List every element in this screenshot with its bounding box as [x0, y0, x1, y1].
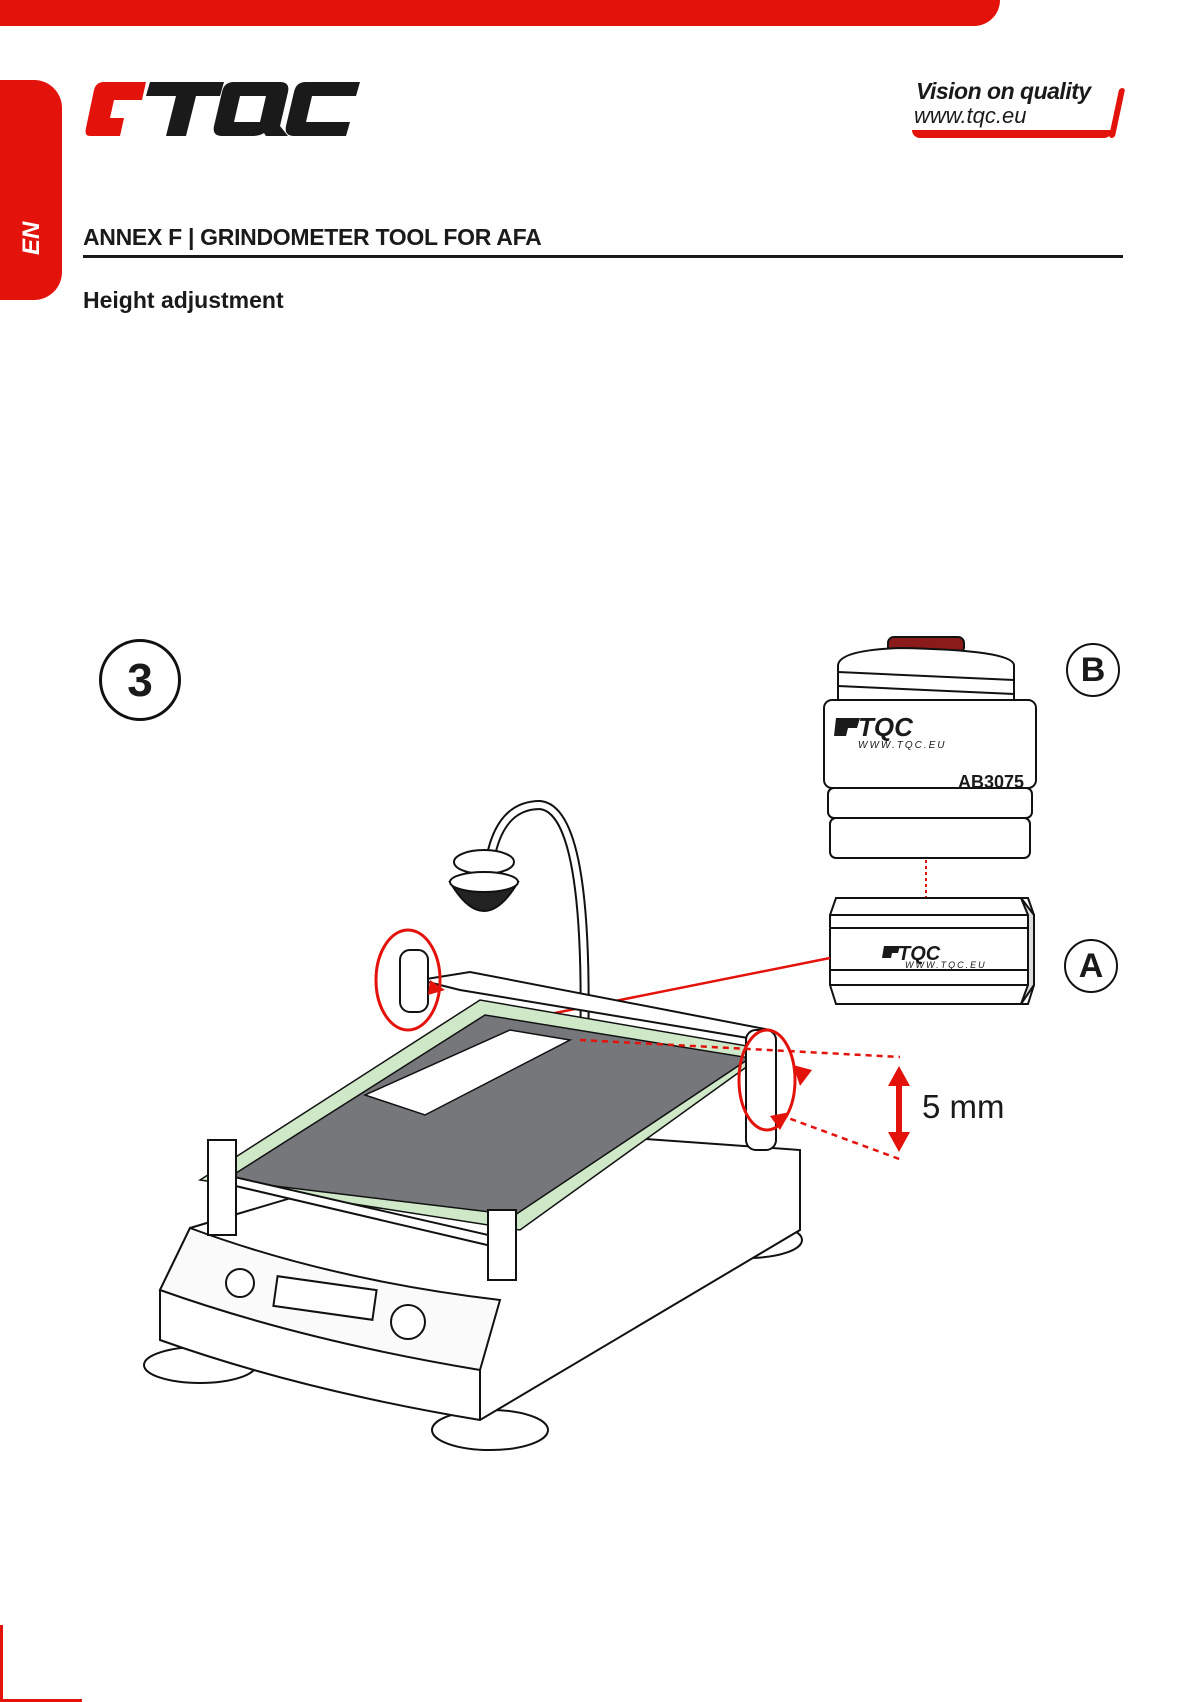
part-b-url: WWW.TQC.EU	[858, 740, 947, 751]
part-b-logo: TQC	[834, 712, 914, 742]
tagline-block: Vision on quality www.tqc.eu	[910, 78, 1126, 140]
lamp-head	[448, 849, 520, 912]
part-a-block	[829, 897, 1035, 1005]
height-arrow	[428, 980, 910, 1152]
height-guides	[579, 1038, 903, 1162]
section-title: ANNEX F | GRINDOMETER TOOL FOR AFA	[83, 224, 542, 250]
corner-mark-horizontal	[0, 1699, 82, 1702]
language-tab: EN	[0, 80, 62, 300]
tqc-logo	[85, 82, 360, 136]
part-a-logo: TQC	[882, 943, 941, 965]
glass-plate	[197, 999, 772, 1231]
svg-text:TQC: TQC	[898, 943, 941, 965]
step-number: 3	[99, 639, 181, 721]
website-link[interactable]: www.tqc.eu	[914, 103, 1027, 128]
svg-text:TQC: TQC	[858, 712, 914, 742]
label-a: A	[1064, 939, 1118, 993]
rotation-indicators	[374, 928, 797, 1132]
subtitle: Height adjustment	[83, 287, 284, 313]
corner-mark-vertical	[0, 1625, 3, 1702]
part-b-cap	[823, 636, 1037, 859]
part-a-url: WWW.TQC.EU	[905, 960, 987, 970]
dimension-label: 5 mm	[922, 1088, 1005, 1125]
applicator-bar	[207, 949, 777, 1281]
label-b: B	[1066, 643, 1120, 697]
product-code: AB3075	[958, 772, 1025, 792]
tagline-swoosh	[912, 130, 1112, 138]
tagline-text: Vision on quality	[916, 78, 1091, 104]
title-divider	[83, 255, 1123, 258]
top-accent-bar	[0, 0, 1000, 26]
